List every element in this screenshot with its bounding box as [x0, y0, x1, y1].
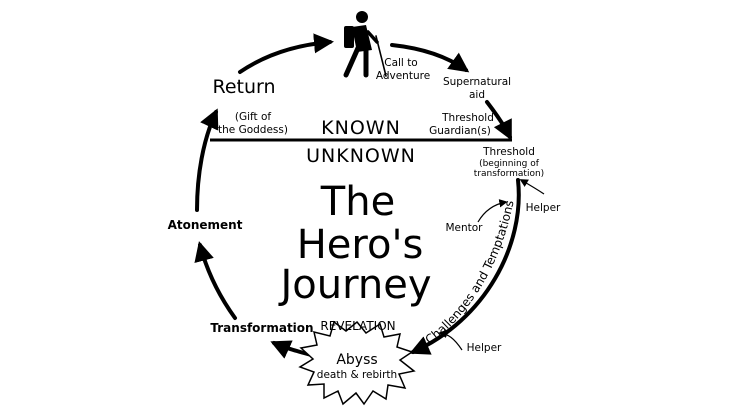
- atonement-label: Atonement: [168, 218, 243, 232]
- helper-top-arrow: [519, 179, 545, 195]
- aid-label-line-2: aid: [469, 89, 485, 101]
- guardian-label-line-2: Guardian(s): [429, 125, 491, 137]
- title-line-3: Journey: [278, 262, 432, 308]
- unknown-label: UNKNOWN: [306, 145, 416, 167]
- gift-label-line-1: (Gift of: [235, 111, 272, 123]
- arc-transformation-to-atonement: [194, 241, 237, 320]
- helper-bottom-arrow: [438, 329, 463, 351]
- call-label-line-2: Adventure: [376, 70, 430, 82]
- title-line-1: The: [320, 179, 395, 225]
- helper-arrows: [438, 179, 545, 351]
- arc-threshold-to-abyss: [409, 178, 521, 355]
- guardian-label-line-1: Threshold: [441, 112, 494, 124]
- gift-label-line-2: the Goddess): [218, 124, 288, 136]
- hiker-icon: [343, 11, 387, 78]
- return-label: Return: [212, 76, 275, 98]
- threshold-sub-line-2: transformation): [474, 169, 544, 179]
- arc-aid-to-threshold: [485, 100, 512, 141]
- threshold-sub-line-1: (beginning of: [479, 159, 540, 169]
- abyss-label: Abyss: [336, 352, 377, 368]
- known-label: KNOWN: [321, 117, 401, 139]
- threshold-label: Threshold: [482, 146, 535, 158]
- journey-cycle: [194, 33, 521, 359]
- revelation-label: REVELATION: [320, 319, 395, 333]
- transformation-label: Transformation: [210, 321, 313, 335]
- helper-bottom-label: Helper: [467, 342, 502, 354]
- abyss-burst: [298, 320, 416, 406]
- mentor-label: Mentor: [445, 222, 483, 234]
- mentor-arrow: [477, 199, 508, 223]
- arc-hero-to-aid: [390, 43, 470, 73]
- arc-return-to-hero: [238, 33, 334, 74]
- abyss-sub-label: death & rebirth: [317, 369, 397, 381]
- title-line-2: Hero's: [297, 222, 424, 268]
- helper-top-label: Helper: [526, 202, 561, 214]
- call-label-line-1: Call to: [384, 57, 417, 69]
- aid-label-line-1: Supernatural: [443, 76, 511, 88]
- arc-atonement-to-return: [195, 108, 219, 212]
